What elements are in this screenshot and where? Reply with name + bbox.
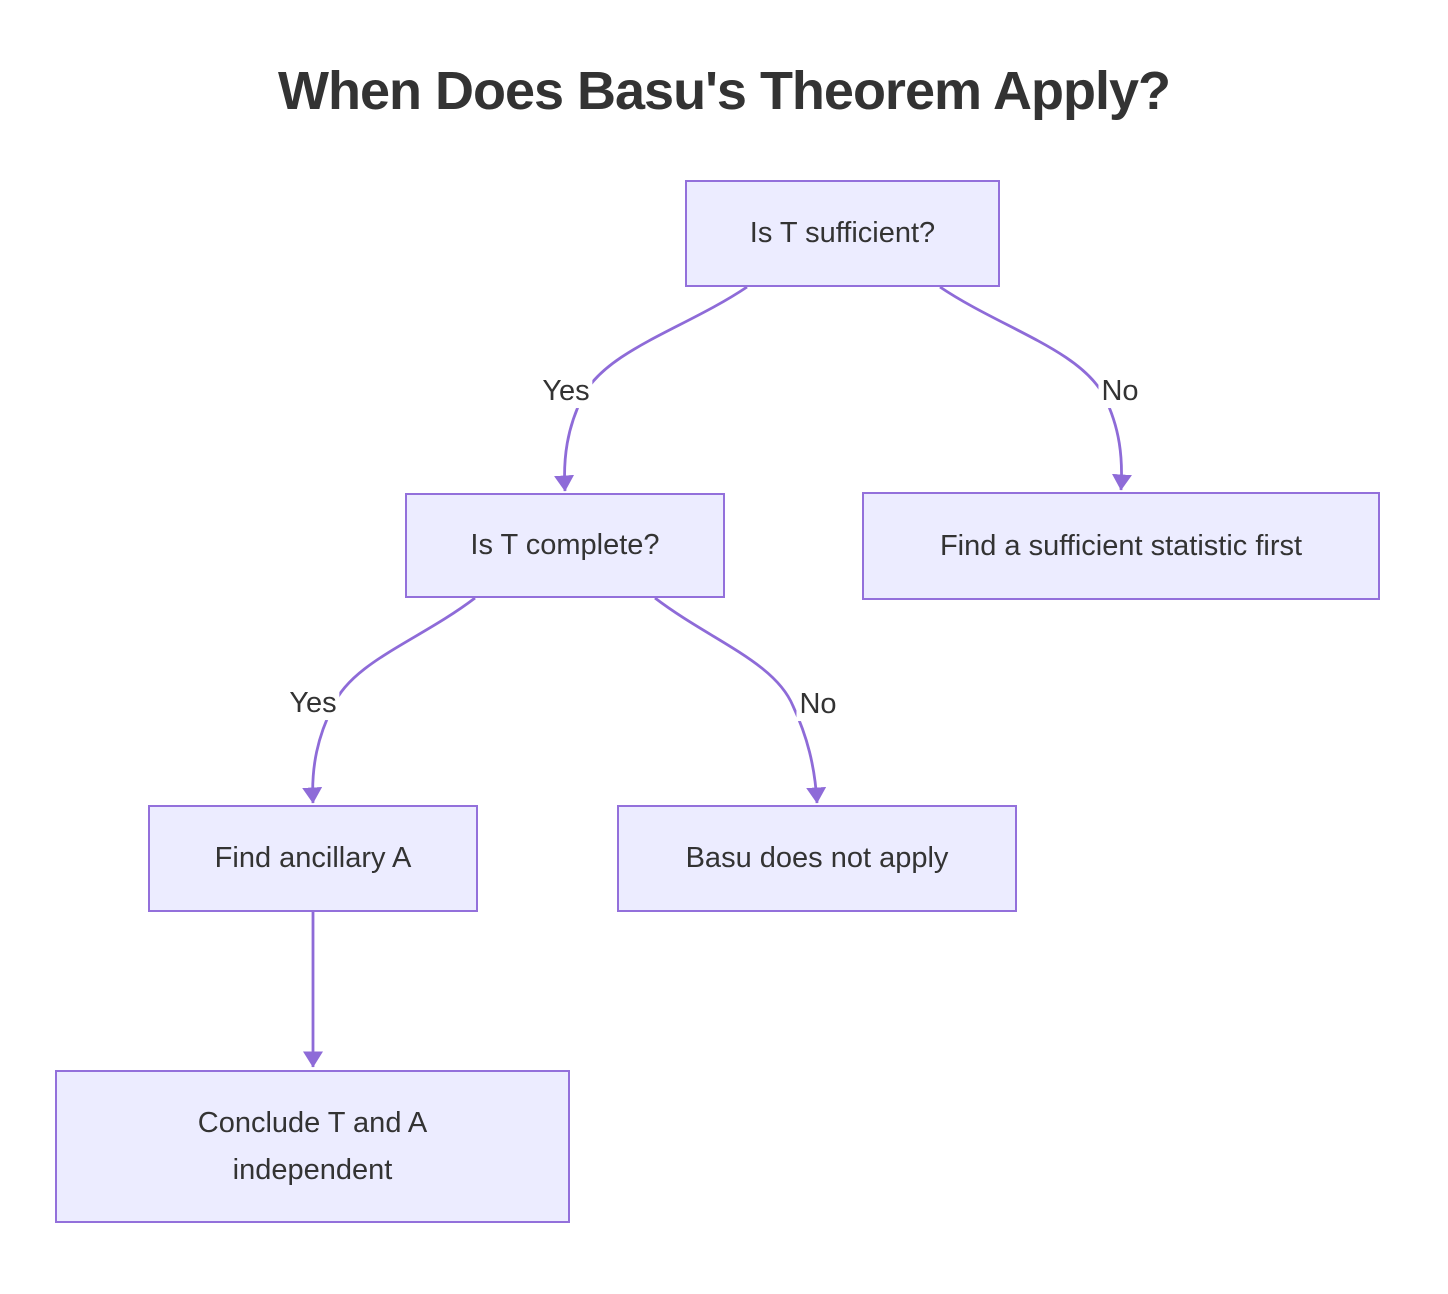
edge-complete-no-not-apply [654,596,827,804]
node-label: Is T sufficient? [749,217,936,250]
edge-label-no: No [796,688,840,721]
node-basu-not-apply: Basu does not apply [617,805,1017,912]
node-label-multiline: Conclude T and A independent [198,1100,428,1193]
edge-label-no: No [1098,375,1142,408]
edge-label-yes: Yes [286,687,340,720]
node-find-ancillary: Find ancillary A [148,805,478,912]
node-label: Find a sufficient statistic first [939,529,1303,562]
node-is-t-complete: Is T complete? [405,493,725,598]
edge-sufficient-no-find-statistic [939,285,1132,491]
node-label-line: Conclude T and A [197,1107,428,1140]
node-find-sufficient-statistic: Find a sufficient statistic first [862,492,1380,600]
node-is-t-sufficient: Is T sufficient? [685,180,1000,287]
node-label: Is T complete? [470,529,660,562]
edge-label-yes: Yes [539,375,593,408]
diagram-title: When Does Basu's Theorem Apply? [278,61,1171,121]
node-conclude-independent: Conclude T and A independent [55,1070,570,1223]
node-label-line: independent [232,1153,393,1186]
node-label: Find ancillary A [214,842,412,875]
node-label: Basu does not apply [685,842,949,875]
